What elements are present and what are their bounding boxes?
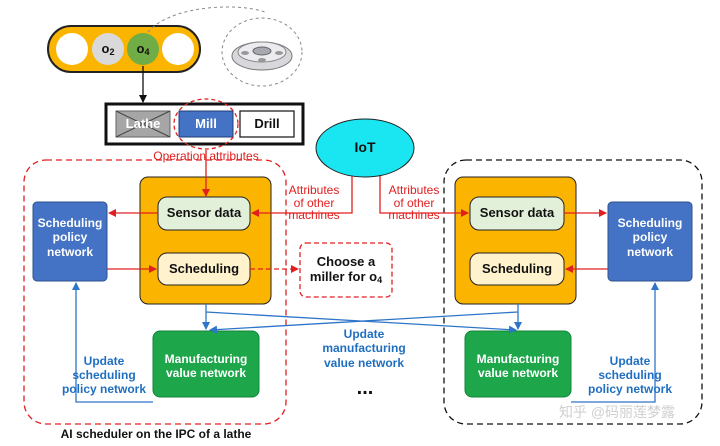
right-value-network-box: [464, 330, 572, 398]
workpiece-part-icon: [231, 41, 293, 71]
o2-label: o2: [101, 41, 115, 57]
workpiece-outline: [221, 17, 303, 87]
right-scheduling-label: Scheduling: [481, 261, 553, 276]
watermark: 知乎 @码丽莲梦露: [558, 404, 676, 420]
slot-empty-2: [162, 33, 194, 65]
drill-label: Drill: [254, 116, 280, 131]
choose-miller-box: [299, 242, 393, 298]
slot-empty-1: [56, 33, 88, 65]
left-value-network-box: [152, 330, 260, 398]
slot-o2: [92, 33, 124, 65]
left-value-to-policy-arrow: [72, 282, 153, 403]
mill-highlight: [173, 98, 239, 150]
iot-to-left-sensor-arrow: [251, 176, 353, 217]
mill-label: Mill: [195, 116, 217, 131]
right-agent-boundary: [443, 159, 703, 425]
choose-miller-label: Choose a miller for o4: [309, 254, 383, 285]
iot-label: IoT: [354, 139, 376, 155]
drill-button: [239, 110, 295, 138]
operation-attributes-label: Operation attributes: [153, 149, 259, 163]
left-agent-caption: AI scheduler on the IPC of a lathe: [60, 427, 252, 441]
iot-cloud: [315, 118, 415, 178]
left-sensor-data-label: Sensor data: [166, 205, 242, 220]
right-value-to-policy-arrow: [571, 282, 659, 403]
lathe-cross-2: [115, 110, 171, 138]
slot-o4: [127, 33, 159, 65]
right-sensor-data-label: Sensor data: [479, 205, 555, 220]
left-scheduling-label: Scheduling: [168, 261, 240, 276]
left-policy-network-box: [32, 201, 108, 282]
iot-to-right-sensor-arrow: [379, 176, 469, 217]
o4-label: o4: [136, 41, 150, 57]
right-ipc-to-left-value-arrow: [209, 311, 519, 334]
left-agent-boundary: [23, 159, 287, 425]
lathe-label: Lathe: [125, 116, 161, 131]
ellipsis-label: ...: [356, 377, 374, 399]
workpiece-pointer: [147, 6, 266, 33]
right-scheduling-box: [469, 252, 565, 286]
right-policy-network-box: [607, 201, 693, 282]
mill-button: [178, 110, 234, 138]
